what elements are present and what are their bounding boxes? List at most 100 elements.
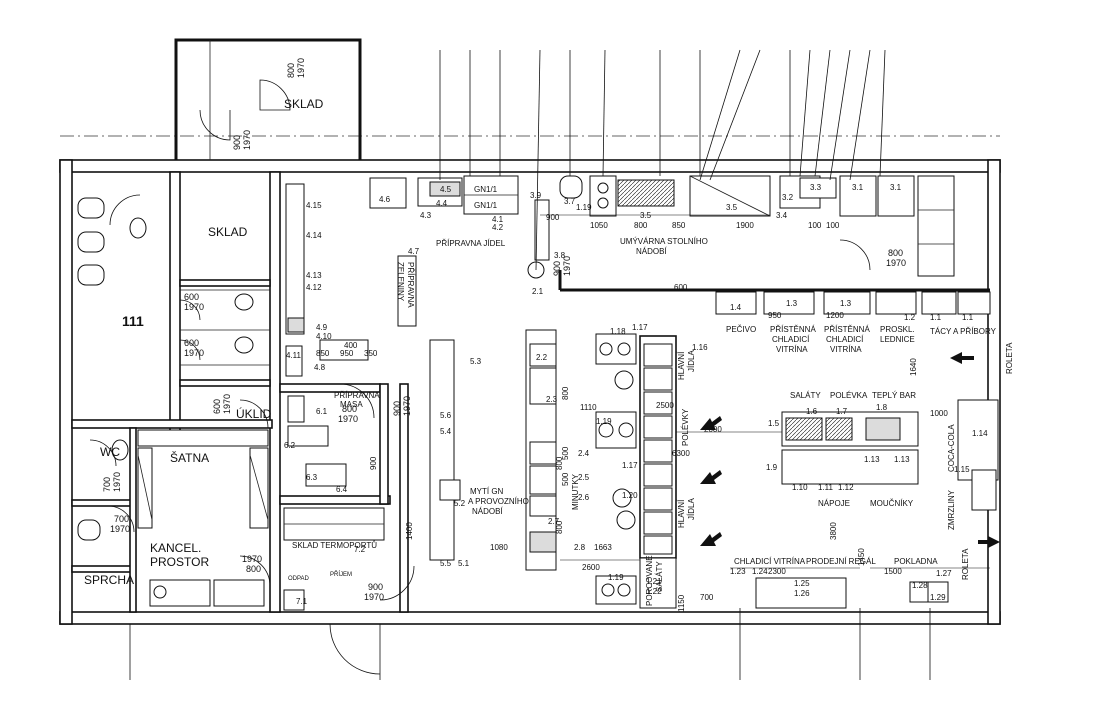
area-label: UMÝVÁRNA STOLNÍHO (620, 237, 708, 246)
dimension-value: 1900 (736, 221, 754, 230)
dimension-value: 6300 (672, 449, 690, 458)
dimension-value: 1000 (930, 409, 948, 418)
equipment-3-7 (559, 175, 583, 199)
area-label: PŘÍPRAVNA (334, 391, 380, 400)
equipment-number: 4.14 (306, 231, 322, 240)
area-label: MINUTKY (571, 473, 580, 510)
dimension-value: 850 (316, 349, 330, 358)
serving-cell (643, 439, 673, 463)
area-label: HLAVNÍ (677, 499, 686, 528)
room-label-sprcha: SPRCHA (84, 573, 134, 587)
room-label-kancel: KANCEL. (150, 541, 201, 555)
equipment-number: 1.24 (752, 567, 768, 576)
door-height-label: 1970 (242, 130, 252, 150)
equipment-number: 1.21 (646, 577, 662, 586)
equipment-7-1 (283, 589, 305, 611)
dimension-value: 800 (634, 221, 648, 230)
equipment-1-1a (921, 291, 957, 315)
equipment-number: 2.5 (578, 473, 590, 482)
equipment-4-6 (369, 177, 407, 209)
dimension-value: 600 (674, 283, 688, 292)
area-label: ODPAD (288, 576, 310, 582)
equipment-number: 4.4 (436, 199, 448, 208)
equipment-1-1b (957, 291, 991, 315)
arrow-diagonal-icon (700, 416, 722, 430)
equipment-number: 2.3 (546, 395, 558, 404)
sink-icon (77, 231, 105, 253)
door-width-label: 600 (212, 399, 222, 414)
equipment-number: 1.23 (730, 567, 746, 576)
area-label: ZELENINY (396, 262, 405, 302)
door-height-label: 1970 (184, 348, 204, 358)
area-label: VITRÍNA (830, 345, 862, 354)
west-wall (59, 159, 73, 625)
arrow-left-icon (950, 352, 974, 364)
dimension-value: 2600 (582, 563, 600, 572)
equipment-number: 1.19 (596, 417, 612, 426)
equipment-number: 1.17 (622, 461, 638, 470)
dimension-value: 1400 (405, 522, 414, 540)
equipment-number: 4.5 (440, 185, 452, 194)
area-label: VITRÍNA (776, 345, 808, 354)
equipment-number: GN1/1 (474, 201, 498, 210)
area-label: A PROVOZNÍHO (468, 497, 529, 506)
area-label: SALÁTY (790, 391, 821, 400)
equipment-2-3 (529, 367, 557, 405)
area-label: JÍDLA (687, 350, 696, 372)
door-swing-kancel (107, 505, 135, 533)
equipment-number: 1.8 (876, 403, 888, 412)
area-label: JÍDLA (687, 498, 696, 520)
wall-sprcha-top (71, 565, 133, 573)
door-height-label: 1970 (296, 58, 306, 78)
serving-cell (643, 343, 673, 367)
wall-masa-bottom (279, 495, 391, 505)
equipment-number: 2.4 (578, 449, 590, 458)
equipment-number: 6.1 (316, 407, 328, 416)
wall-wc-bottom (71, 499, 133, 507)
dimension-value: 800 (555, 520, 564, 534)
door-width-label: 900 (552, 261, 562, 276)
equipment-number: 5.2 (454, 499, 466, 508)
equipment-number: 2.1 (532, 287, 544, 296)
equipment-number: 4.3 (420, 211, 432, 220)
equipment-wall-counter (285, 183, 305, 335)
south-wall (59, 611, 1001, 625)
equipment-2-5 (529, 465, 557, 495)
area-label: NÁDOBÍ (472, 507, 503, 516)
equipment-number: 4.6 (379, 195, 391, 204)
equipment-number: 1.4 (730, 303, 742, 312)
equipment-4-7 (397, 255, 417, 327)
door-swing-masa (339, 383, 375, 419)
area-label: ZMRZLINY (947, 489, 956, 530)
arrow-diagonal-icon (700, 532, 722, 546)
area-label: TEPLÝ BAR (872, 391, 916, 400)
wall-satna-left (129, 427, 137, 613)
equipment-number: 1.28 (912, 581, 928, 590)
equipment-number: 4.7 (408, 247, 420, 256)
door-width-label: 600 (184, 292, 199, 302)
room-label-prostor: PROSTOR (150, 555, 209, 569)
equipment-number: 1.2 (904, 313, 916, 322)
equipment-number: 1.1 (962, 313, 974, 322)
equipment-number: 4.13 (306, 271, 322, 280)
door-width-label: 700 (114, 514, 129, 524)
area-label: PŘÍSTĚNNÁ (770, 325, 816, 334)
door-width-label: 800 (342, 404, 357, 414)
door-width-label: 700 (102, 477, 112, 492)
door-width-label: 900 (392, 401, 402, 416)
room-label-wc: WC (100, 445, 120, 459)
equipment-number: 1.12 (838, 483, 854, 492)
serving-cell (643, 535, 673, 555)
serving-cell (643, 511, 673, 535)
equipment-4-5 (429, 181, 461, 197)
dimension-value: 1450 (857, 548, 866, 566)
door-width-label: 900 (368, 582, 383, 592)
serving-cell (643, 367, 673, 391)
north-wall (59, 159, 1001, 173)
equipment-number: 3.8 (554, 251, 566, 260)
equipment-number: 5.1 (458, 559, 470, 568)
door-height-label: 1970 (886, 258, 906, 268)
office-desk (149, 579, 211, 607)
equipment-number: 1.22 (646, 587, 662, 596)
